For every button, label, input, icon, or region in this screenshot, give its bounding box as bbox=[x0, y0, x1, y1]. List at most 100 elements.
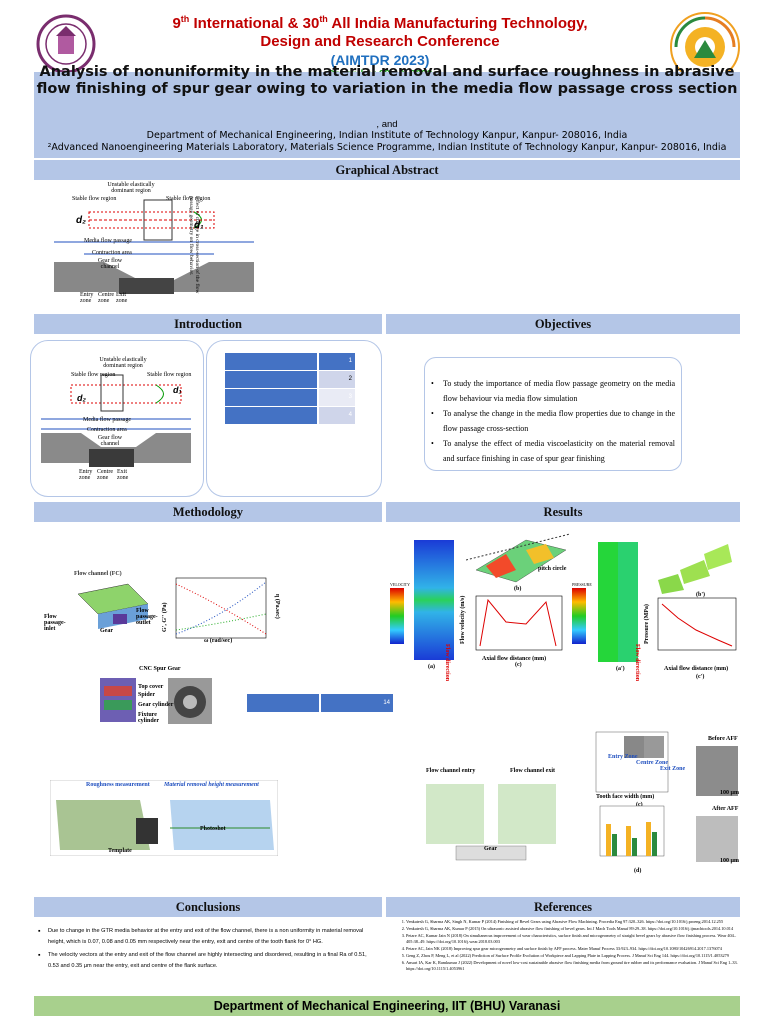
objective-item: To analyse the change in the media flow … bbox=[431, 406, 675, 436]
footer-banner: Department of Mechanical Engineering, II… bbox=[34, 996, 740, 1016]
panel-a2: (a') bbox=[616, 666, 625, 672]
intro-table-num-4: 4 bbox=[319, 407, 355, 424]
paper-title: Analysis of nonuniformity in the materia… bbox=[36, 64, 738, 97]
intro-table-head-left bbox=[225, 353, 317, 370]
meth-setup-fixture: Fixture cylinder bbox=[138, 712, 159, 724]
velocity-contour bbox=[414, 540, 454, 660]
ga-label-gear-flow: Gear flow channel bbox=[97, 258, 123, 270]
intro-label-d2: d₂ bbox=[77, 393, 86, 403]
flow-direction-label-2: Flow direction bbox=[634, 644, 640, 682]
panel-d3: (d) bbox=[634, 868, 642, 874]
objectives-box: To study the importance of media flow pa… bbox=[424, 357, 682, 471]
meth-setup-title: CNC Spur Gear bbox=[139, 666, 181, 672]
tooth-face-label: Tooth face width (mm) bbox=[596, 794, 655, 800]
meth-mr-title: Material removal height measurement bbox=[164, 782, 259, 788]
fc-entry-label: Flow channel entry bbox=[426, 768, 476, 774]
ga-label-d2: d₂ bbox=[76, 215, 86, 226]
rheology-plot bbox=[175, 577, 267, 639]
methodology-panel: Flow channel (FC) Flow passage-inlet Flo… bbox=[34, 524, 393, 894]
reference-item: Petare AC, Jain NK (2018) Improving spur… bbox=[406, 946, 738, 952]
intro-table-num-2: 2 bbox=[319, 371, 355, 388]
intro-label-unstable: Unstable elastically dominant region bbox=[99, 357, 147, 369]
intro-label-centre: Centre zone bbox=[97, 469, 113, 481]
meth-setup-top: Top cover bbox=[138, 684, 164, 690]
authors: , and bbox=[376, 119, 398, 130]
ga-label-unstable: Unstable elastically dominant region bbox=[107, 182, 155, 194]
objective-item: To analyse the effect of media viscoelas… bbox=[431, 436, 675, 466]
after-aff-label: After AFF bbox=[712, 806, 739, 812]
before-aff-label: Before AFF bbox=[708, 736, 738, 742]
graphical-abstract-diagram bbox=[54, 199, 254, 294]
mr-height-plot bbox=[595, 731, 669, 793]
intro-label-stable-left: Stable flow region bbox=[71, 372, 116, 378]
velocity-ylabel: Flow velocity (m/s) bbox=[460, 595, 466, 644]
affiliation-2: ²Advanced Nanoengineering Materials Labo… bbox=[47, 142, 727, 153]
gear-label: Gear bbox=[484, 846, 497, 852]
ga-label-d1: d₁ bbox=[194, 220, 204, 231]
intro-table-row3-left bbox=[225, 389, 317, 406]
velocity-plot bbox=[475, 595, 563, 651]
conclusion-item: Due to change in the GTR media behavior … bbox=[38, 926, 378, 948]
scale-bar-2: 100 µm bbox=[720, 858, 739, 864]
reference-item: Venkatesh G, Sharma AK, Kumar P (2015) O… bbox=[406, 926, 738, 932]
meth-plot-ylabel: G', G'' (Pa) bbox=[162, 602, 168, 633]
graphical-abstract-panel: Unstable elastically dominant region Sta… bbox=[34, 182, 740, 312]
panel-a: (a) bbox=[428, 664, 435, 670]
results-panel: VELOCITY Flow direction (a) (b) pitch ci… bbox=[386, 524, 740, 894]
intro-label-contraction: Contraction area bbox=[87, 427, 127, 433]
conclusion-item: The velocity vectors at the entry and ex… bbox=[38, 950, 378, 972]
meth-plot-xlabel: ω (rad/sec) bbox=[204, 638, 233, 644]
panel-c2: (c') bbox=[696, 674, 705, 680]
section-methodology: Methodology bbox=[34, 502, 382, 522]
exit-zone: Exit Zone bbox=[660, 766, 686, 772]
pressure-legend: PRESSURE bbox=[572, 582, 592, 587]
references-body: Venkatesh G, Sharma AK, Singh N, Kumar P… bbox=[392, 919, 738, 993]
section-results: Results bbox=[386, 502, 740, 522]
velocity-xlabel: Axial flow distance (mm) bbox=[482, 656, 547, 662]
pressure-ylabel: Pressure (MPa) bbox=[644, 604, 650, 644]
reference-item: Petare AC, Kumar Jain N (2018) On simult… bbox=[406, 933, 738, 945]
reference-item: Venkatesh G, Sharma AK, Singh N, Kumar P… bbox=[406, 919, 738, 925]
intro-label-d1: d₁ bbox=[173, 385, 182, 395]
intro-label-entry: Entry zone bbox=[79, 469, 93, 481]
intro-table-row2-left bbox=[225, 371, 317, 388]
setup-figure bbox=[100, 678, 212, 724]
meth-photo-label: Photoshot bbox=[200, 826, 226, 832]
measurement-figure bbox=[50, 780, 278, 856]
iit-kanpur-logo bbox=[36, 14, 96, 74]
fc-exit-label: Flow channel exit bbox=[510, 768, 555, 774]
intro-table-num-1: 1 bbox=[319, 353, 355, 370]
ga-label-centre: Centre zone bbox=[98, 292, 114, 304]
meth-template: Template bbox=[108, 848, 132, 854]
meth-roughness-title: Roughness measurement bbox=[86, 782, 150, 788]
pressure-gear-3d bbox=[658, 544, 732, 594]
meth-gear: Gear bbox=[100, 628, 113, 634]
meth-setup-gear-cyl: Gear cylinder bbox=[138, 702, 174, 708]
conclusions-list: Due to change in the GTR media behavior … bbox=[38, 926, 378, 972]
panel-c: (c) bbox=[515, 662, 522, 668]
ga-side-text: Effect of change in cross-section of the… bbox=[188, 196, 200, 294]
intro-table-num-3: 3 bbox=[319, 389, 355, 406]
references-list: Venkatesh G, Sharma AK, Singh N, Kumar P… bbox=[392, 919, 738, 972]
panel-b: (b) bbox=[514, 586, 522, 592]
conf-line1: 9th International & 30th All India Manuf… bbox=[172, 14, 588, 32]
title-band bbox=[34, 72, 740, 158]
intro-flow-diagram bbox=[41, 374, 191, 467]
intro-label-media-passage: Media flow passage bbox=[83, 417, 131, 423]
intro-label-gear-flow: Gear flow channel bbox=[97, 435, 123, 447]
objectives-list: To study the importance of media flow pa… bbox=[425, 376, 681, 466]
intro-label-stable-right: Stable flow region bbox=[147, 372, 192, 378]
panel-b2: (b') bbox=[696, 592, 705, 598]
meth-plot-y2label: η (Pa.sec) bbox=[274, 594, 280, 619]
meth-table-left bbox=[247, 694, 319, 712]
reference-item: Ansari IA, Kar K, Ramkumar J (2022) Deve… bbox=[406, 960, 738, 972]
velocity-colorbar bbox=[390, 588, 404, 644]
affiliations: Department of Mechanical Engineering, In… bbox=[34, 130, 740, 154]
entry-zone: Entry Zone bbox=[608, 754, 638, 760]
pressure-xlabel: Axial flow distance (mm) bbox=[664, 666, 729, 672]
pressure-colorbar bbox=[572, 588, 586, 644]
ga-label-contraction: Contraction area bbox=[92, 250, 132, 256]
ga-label-media-passage: Media flow passage bbox=[84, 238, 132, 244]
ra-bar-chart bbox=[599, 805, 665, 857]
affiliation-1: Department of Mechanical Engineering, In… bbox=[146, 130, 628, 141]
